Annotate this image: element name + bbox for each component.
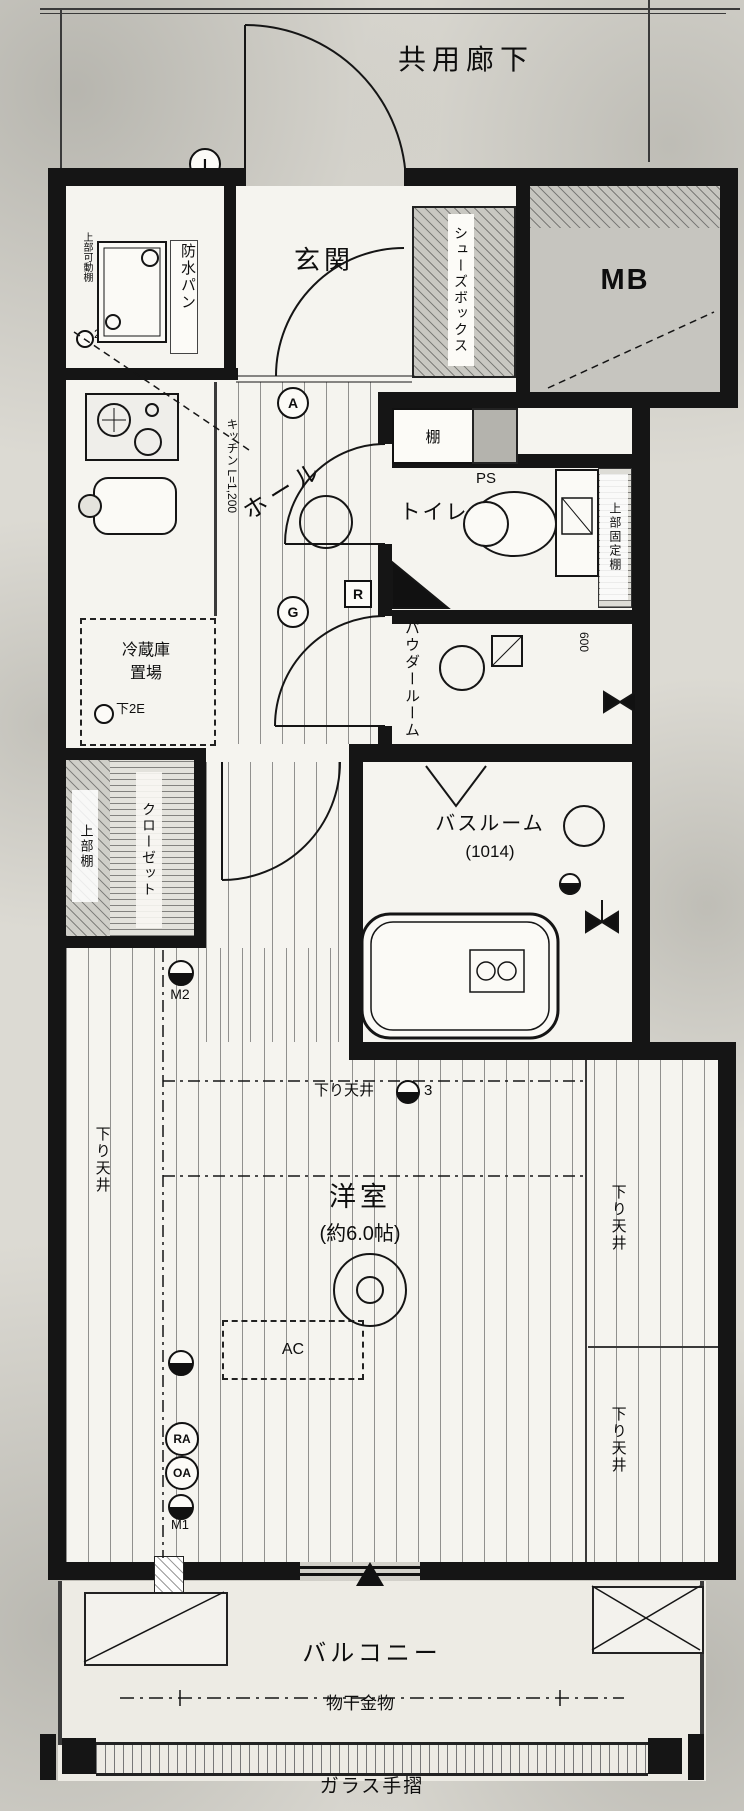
outlet-icon <box>76 330 94 348</box>
wall-laundry-bottom <box>66 368 238 380</box>
fridge-space <box>80 618 216 746</box>
outlet-icon <box>94 704 114 724</box>
fridge-label-1: 冷蔵庫 <box>121 641 170 659</box>
balcony-eave-right <box>592 1586 704 1654</box>
shoebox-label: シューズボックス <box>448 214 474 366</box>
rail-stub-left <box>40 1734 56 1780</box>
corridor-label: 共用廊下 <box>398 44 535 75</box>
corridor-line <box>648 0 650 162</box>
wall-right-mid <box>632 392 650 1060</box>
lowered-ceiling-label-right: 下り天井 <box>609 1184 627 1252</box>
room-label: 洋室 <box>329 1182 391 1213</box>
dim-600: 600 <box>577 632 591 653</box>
bathroom-label: バスルーム <box>435 812 545 835</box>
ac-box: AC <box>222 1320 364 1380</box>
wall-entry-left <box>224 186 236 376</box>
rail-pillar-left <box>62 1738 96 1774</box>
wall-closet-right <box>194 748 206 948</box>
wall-hall-right <box>378 544 392 616</box>
wall-bath-bottom <box>349 1042 736 1060</box>
rail-stub-right <box>688 1734 704 1780</box>
powder-room-label: パウダールーム <box>403 620 420 739</box>
symbol-m2-label: M2 <box>170 985 190 1002</box>
genkan-label: 玄関 <box>293 245 354 276</box>
upper-shelf-label: 上部棚 <box>72 790 98 902</box>
wall-bath-top <box>349 744 644 762</box>
symbol-m2-icon <box>168 960 194 986</box>
wall-mb-bottom <box>378 392 738 408</box>
ceiling-strip-divider <box>588 1346 718 1348</box>
outlet-label: 2E <box>94 327 109 341</box>
ps-label: PS <box>476 470 497 487</box>
wall-hall-right <box>378 408 392 444</box>
wall-bottom-right <box>420 1562 736 1580</box>
symbol-g: G <box>277 596 309 628</box>
ps-shaft <box>472 408 518 464</box>
wall-top-left <box>48 168 246 186</box>
balcony-side-wall <box>700 1581 704 1741</box>
wall-vent <box>154 1556 184 1596</box>
closet-label: クローゼット <box>136 772 162 928</box>
rail-pillar-right <box>648 1738 682 1774</box>
fridge-outlet-label: 下2E <box>116 701 145 716</box>
corridor-line <box>60 10 62 168</box>
lowered-ceiling-label-right: 下り天井 <box>609 1406 627 1474</box>
mb-label: MB <box>600 264 650 297</box>
upper-fixed-shelf-label: 上部固定棚 <box>600 474 628 600</box>
corridor-line <box>40 13 726 14</box>
wall-closet-bottom <box>66 936 206 948</box>
wall-toilet-bottom <box>392 610 632 624</box>
lowered-ceiling-label-left: 下り天井 <box>93 1126 111 1194</box>
glass-rail-label: ガラス手摺 <box>319 1776 425 1798</box>
ceiling-strip-line <box>585 1060 587 1562</box>
wall-closet-top <box>66 748 206 760</box>
room-planks <box>66 948 349 1060</box>
waterproof-pan-label: 防水パン <box>170 240 198 354</box>
glass-rail <box>96 1742 648 1776</box>
symbol-3: 3 <box>424 1082 433 1099</box>
corridor-line <box>40 8 740 10</box>
lowered-ceiling-label: 下り天井 <box>313 1082 374 1100</box>
wall-shoebox-right <box>516 186 530 392</box>
shelf-box: 棚 <box>392 408 474 464</box>
balcony-label: バルコニー <box>302 1640 442 1668</box>
wall-hall-right <box>378 726 392 748</box>
symbol-m1-icon <box>168 1494 194 1520</box>
drying-hardware-label: 物干金物 <box>282 1692 438 1716</box>
wall-left <box>48 186 66 1580</box>
mb-hatch <box>530 186 720 228</box>
entrance-door-arc <box>244 24 407 187</box>
entry-direction-triangle <box>356 1562 384 1586</box>
kitchen-counter-edge <box>214 382 217 616</box>
symbol-ra: RA <box>165 1422 199 1456</box>
symbol-m1-label: M1 <box>170 1516 190 1532</box>
kitchen-label: キッチン L=1,200 <box>225 418 239 514</box>
room-size-label: (約6.0帖) <box>319 1222 401 1245</box>
symbol-oa: OA <box>165 1456 199 1490</box>
wall-top-right <box>404 168 738 186</box>
upper-movable-shelf-label: 上部可動棚 <box>81 232 92 282</box>
bathroom-size: (1014) <box>465 842 515 862</box>
hall-planks <box>238 382 378 744</box>
toilet-label: トイレ <box>399 500 469 524</box>
wall-outlet-symbol <box>168 1350 194 1376</box>
symbol-r: R <box>344 580 372 608</box>
fridge-label-2: 置場 <box>129 664 162 682</box>
balcony-side-wall <box>58 1581 62 1745</box>
wall-mb-right <box>720 186 738 392</box>
symbol-a: A <box>277 387 309 419</box>
balcony-eave-left <box>84 1592 228 1666</box>
wall-bath-left <box>349 762 363 1042</box>
wall-right-low <box>718 1060 736 1562</box>
ceiling-symbol <box>396 1080 420 1104</box>
